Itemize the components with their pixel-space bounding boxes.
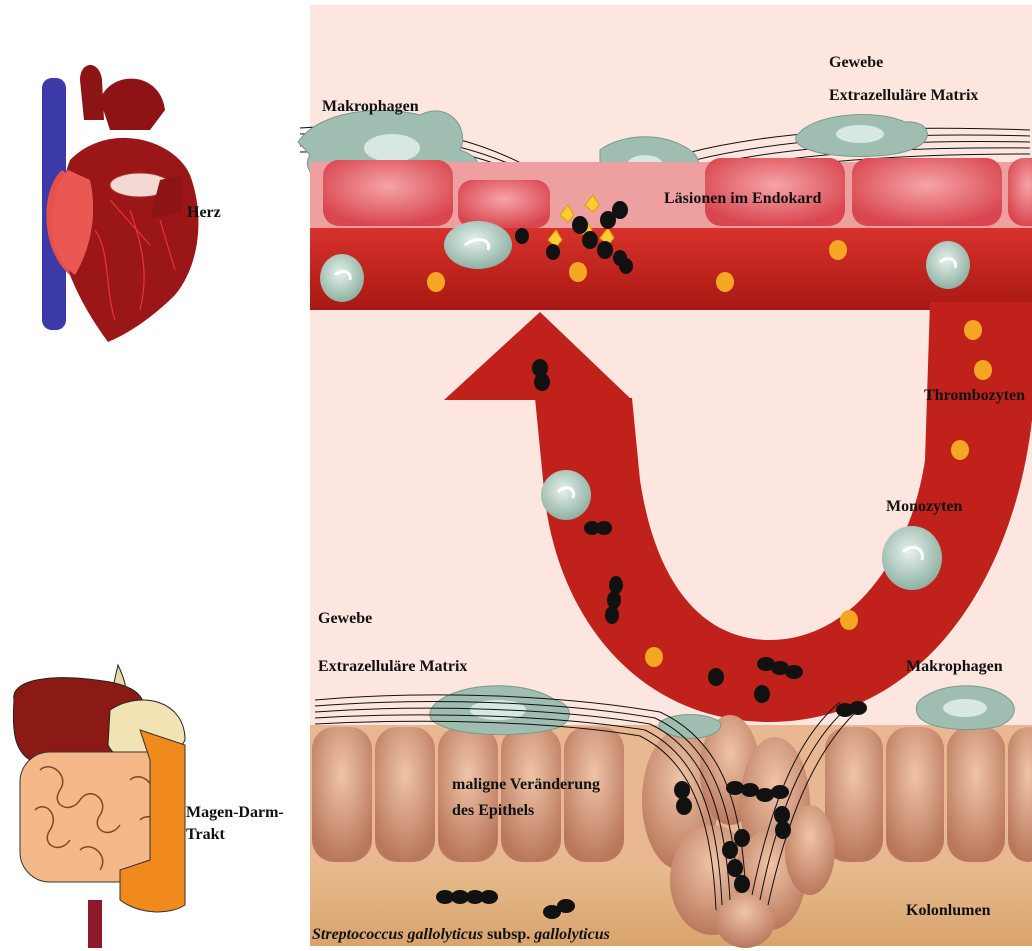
label-lower-tissue: Gewebe (318, 610, 372, 628)
organism-species: Streptococcus gallolyticus (312, 926, 483, 943)
label-epithelium-line2: des Epithels (452, 802, 534, 820)
organism-subsp: subsp. (487, 926, 530, 943)
label-monocytes: Monozyten (886, 498, 962, 516)
label-upper-macrophages: Makrophagen (322, 98, 419, 116)
label-colon-lumen: Kolonlumen (906, 902, 990, 920)
label-upper-tissue: Gewebe (829, 54, 883, 72)
label-organism: Streptococcus gallolyticus subsp. gallol… (312, 926, 610, 944)
label-upper-ecm: Extrazelluläre Matrix (829, 87, 978, 105)
gastrointestinal-tract-icon (13, 665, 185, 948)
organism-subspecies: gallolyticus (534, 926, 610, 943)
label-heart: Herz (187, 204, 221, 222)
upper-blood-vessel (310, 228, 1032, 310)
label-platelets: Thrombozyten (924, 387, 1025, 405)
label-lower-ecm: Extrazelluläre Matrix (318, 658, 467, 676)
label-lesions: Läsionen im Endokard (664, 190, 821, 208)
heart-icon (42, 65, 198, 342)
label-gi-tract-line1: Magen-Darm- (186, 804, 284, 822)
label-lower-macrophages: Makrophagen (906, 658, 1003, 676)
label-epithelium-line1: maligne Veränderung (452, 776, 600, 794)
label-gi-tract-line2: Trakt (186, 826, 225, 844)
